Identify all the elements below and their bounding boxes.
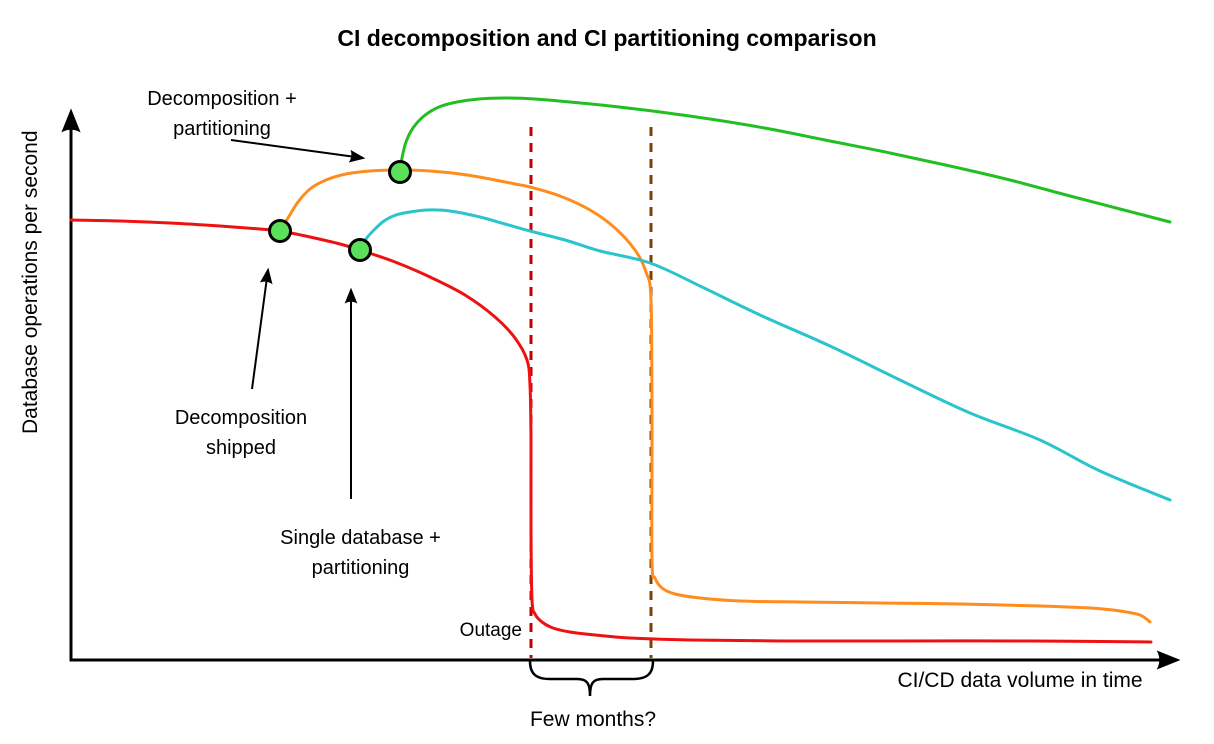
series-decomposition-shipped bbox=[278, 168, 1152, 624]
y-axis-label: Database operations per second bbox=[19, 130, 42, 435]
annotation-outage: Outage bbox=[459, 620, 522, 641]
annotation-decomposition-shipped: Decomposition shipped bbox=[174, 407, 308, 459]
annotation-decomposition-partitioning: Decomposition + partitioning bbox=[147, 88, 297, 140]
annotation-arrows bbox=[230, 139, 366, 499]
event-marker-decomposition-shipped bbox=[268, 219, 292, 243]
page-title: CI decomposition and CI partitioning com… bbox=[337, 25, 877, 51]
arrow-decomposition-partitioning bbox=[230, 139, 366, 163]
event-marker-single-database-partitioning bbox=[348, 238, 372, 262]
axes bbox=[61, 108, 1181, 670]
annotation-few-months: Few months? bbox=[529, 708, 657, 731]
event-marker-decomposition-partitioning bbox=[388, 160, 412, 184]
plot-series bbox=[69, 96, 1172, 658]
arrow-decomposition-shipped bbox=[251, 267, 273, 390]
series-decomposition-partitioning bbox=[398, 96, 1172, 224]
few-months-brace bbox=[528, 659, 655, 697]
x-axis-label: CI/CD data volume in time bbox=[897, 669, 1143, 692]
series-single-database-partitioning bbox=[358, 208, 1172, 502]
annotation-single-db-partitioning: Single database + partitioning bbox=[280, 527, 441, 579]
